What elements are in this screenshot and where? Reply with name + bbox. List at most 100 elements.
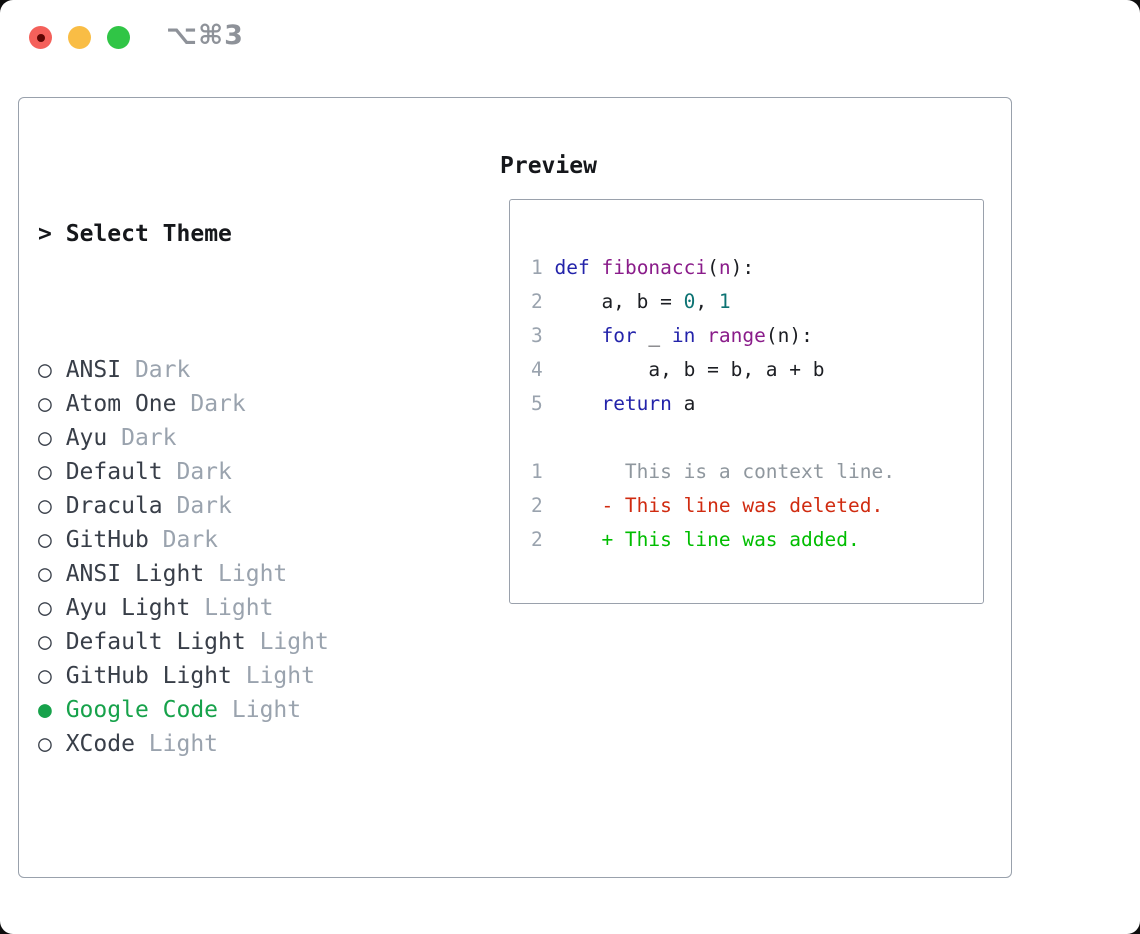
spacer [531, 421, 983, 455]
radio-icon: ○ [38, 459, 52, 485]
theme-variant: Dark [134, 357, 191, 383]
theme-option-ayu[interactable]: ○ Ayu Dark [38, 421, 426, 455]
window-shortcut-label: ⌥⌘3 [166, 20, 244, 51]
code-token-pl: _ [636, 324, 672, 347]
code-token-lit: 0 [683, 290, 696, 313]
code-token-pl [695, 324, 707, 347]
theme-option-dracula[interactable]: ○ Dracula Dark [38, 489, 426, 523]
theme-name: Default Light [51, 629, 260, 655]
radio-icon: ○ [38, 425, 52, 451]
zoom-button[interactable] [107, 26, 130, 49]
theme-name: Ayu Light [51, 595, 205, 621]
theme-option-github[interactable]: ○ GitHub Dark [38, 523, 426, 557]
theme-variant: Dark [176, 459, 232, 485]
theme-variant: Dark [162, 527, 219, 553]
radio-icon: ○ [38, 527, 52, 553]
radio-icon: ○ [38, 731, 52, 757]
code-token-fn: fibonacci [601, 256, 708, 279]
theme-variant: Light [218, 561, 288, 587]
code-line: 4 a, b = b, a + b [531, 353, 983, 387]
theme-option-google-code[interactable]: ● Google Code Light [38, 693, 426, 727]
theme-name: GitHub [51, 527, 163, 553]
radio-icon: ○ [38, 493, 52, 519]
code-token-kw: in [671, 324, 696, 347]
theme-option-ayu-light[interactable]: ○ Ayu Light Light [38, 591, 426, 625]
radio-icon: ○ [38, 357, 52, 383]
theme-list: ○ ANSI Dark○ Atom One Dark○ Ayu Dark○ De… [38, 353, 426, 761]
theme-variant: Light [245, 663, 315, 689]
line-number: 3 [531, 324, 555, 347]
theme-variant: Light [259, 629, 329, 655]
theme-option-atom-one[interactable]: ○ Atom One Dark [38, 387, 426, 421]
theme-picker-frame: > Select Theme ○ ANSI Dark○ Atom One Dar… [18, 97, 1012, 878]
code-token-kw: for [601, 324, 637, 347]
code-token-fn: n [718, 256, 731, 279]
diff-text: - This line was deleted. [554, 494, 884, 517]
theme-name: ANSI Light [51, 561, 219, 587]
line-number: 2 [531, 290, 555, 313]
prompt-icon: > [38, 221, 52, 247]
code-line: 5 return a [531, 387, 983, 421]
theme-option-default[interactable]: ○ Default Dark [38, 455, 426, 489]
code-token-pl: ): [730, 256, 755, 279]
diff-line-add: 2 + This line was added. [531, 523, 983, 557]
radio-icon: ○ [38, 561, 52, 587]
theme-name: XCode [51, 731, 149, 757]
theme-variant: Light [231, 697, 302, 723]
code-token-pl: (n): [765, 324, 813, 347]
theme-variant: Light [148, 731, 219, 757]
spacer [38, 863, 426, 897]
line-number: 1 [531, 460, 555, 483]
theme-option-xcode[interactable]: ○ XCode Light [38, 727, 426, 761]
titlebar: ⌥⌘3 [0, 0, 1140, 74]
line-number: 4 [531, 358, 555, 381]
line-number: 1 [531, 256, 555, 279]
code-token-pl: , [695, 290, 719, 313]
select-theme-header: > Select Theme [38, 217, 426, 251]
code-token-pl: a, b = b, a + b [554, 358, 825, 381]
preview-title: Preview [500, 153, 597, 179]
code-line: 3 for _ in range(n): [531, 319, 983, 353]
code-token-lit: 1 [718, 290, 731, 313]
radio-icon: ○ [38, 391, 52, 417]
close-button[interactable] [29, 26, 52, 49]
theme-option-ansi[interactable]: ○ ANSI Dark [38, 353, 426, 387]
theme-name: Default [51, 459, 177, 485]
diff-text: + This line was added. [554, 528, 860, 551]
theme-name: ANSI [51, 357, 135, 383]
radio-icon: ○ [38, 595, 52, 621]
code-token-fn: range [707, 324, 766, 347]
theme-variant: Dark [176, 493, 232, 519]
diff-line-ctx: 1 This is a context line. [531, 455, 983, 489]
radio-icon: ○ [38, 629, 52, 655]
diff-text: This is a context line. [554, 460, 895, 483]
code-token-pl [590, 256, 602, 279]
code-token-pl [554, 324, 601, 347]
theme-name: Dracula [51, 493, 177, 519]
theme-name: Atom One [51, 391, 191, 417]
theme-selector-panel: > Select Theme ○ ANSI Dark○ Atom One Dar… [38, 149, 426, 934]
code-line: 2 a, b = 0, 1 [531, 285, 983, 319]
code-line: 1 def fibonacci(n): [531, 251, 983, 285]
line-number: 2 [531, 528, 555, 551]
code-token-pl [554, 392, 601, 415]
theme-name: Google Code [51, 697, 232, 723]
theme-variant: Dark [121, 425, 177, 451]
theme-option-default-light[interactable]: ○ Default Light Light [38, 625, 426, 659]
theme-option-github-light[interactable]: ○ GitHub Light Light [38, 659, 426, 693]
minimize-button[interactable] [68, 26, 91, 49]
theme-option-ansi-light[interactable]: ○ ANSI Light Light [38, 557, 426, 591]
radio-selected-icon: ● [38, 697, 52, 723]
code-token-pl: a [671, 392, 696, 415]
code-token-kw: def [554, 256, 590, 279]
line-number: 5 [531, 392, 555, 415]
diff-line-del: 2 - This line was deleted. [531, 489, 983, 523]
code-token-kw: return [601, 392, 672, 415]
code-token-pl: ( [707, 256, 719, 279]
code-token-pl: a, b = [554, 290, 684, 313]
line-number: 2 [531, 494, 555, 517]
theme-name: GitHub Light [51, 663, 246, 689]
